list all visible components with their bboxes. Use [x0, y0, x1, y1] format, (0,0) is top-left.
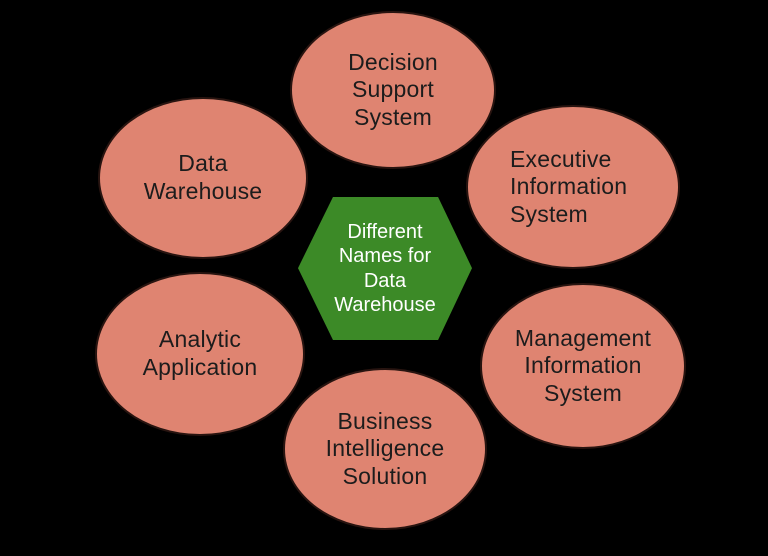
node-data-warehouse: Data Warehouse: [98, 97, 308, 259]
label-line: Application: [142, 354, 258, 380]
label-line: Warehouse: [143, 178, 263, 204]
label-line: Data: [178, 150, 228, 177]
label-line: Support: [352, 76, 434, 103]
label-line: Information: [510, 173, 628, 200]
label-line: Data: [363, 269, 407, 292]
label-line: Information: [524, 352, 642, 379]
label-line: Intelligence: [325, 435, 445, 462]
node-analytic-application: Analytic Application: [95, 272, 305, 436]
node-executive-information-system: Executive Information System: [466, 105, 680, 269]
label-line: Business: [337, 407, 433, 434]
node-label: Data Warehouse: [144, 150, 263, 205]
hexagon-label: Different Names for Data Warehouse: [334, 220, 436, 318]
center-hexagon-different-names: Different Names for Data Warehouse: [298, 197, 472, 340]
node-management-information-system: Management Information System: [480, 283, 686, 449]
node-decision-support-system: Decision Support System: [290, 11, 496, 169]
node-label: Business Intelligence Solution: [326, 408, 445, 491]
label-line: Different: [347, 220, 423, 243]
label-line: Names for: [338, 245, 432, 268]
node-business-intelligence-solution: Business Intelligence Solution: [283, 368, 487, 530]
node-label: Executive Information System: [468, 146, 627, 229]
node-label: Decision Support System: [348, 49, 438, 132]
node-label: Management Information System: [515, 325, 651, 408]
label-line: Warehouse: [334, 293, 436, 316]
label-line: System: [354, 103, 432, 130]
label-line: System: [510, 200, 588, 227]
label-line: Analytic: [158, 326, 242, 353]
label-line: Management: [514, 324, 652, 351]
label-line: Decision: [348, 48, 438, 75]
node-label: Analytic Application: [143, 326, 258, 381]
label-line: System: [544, 379, 622, 406]
label-line: Solution: [342, 462, 428, 489]
label-line: Executive: [510, 145, 612, 172]
